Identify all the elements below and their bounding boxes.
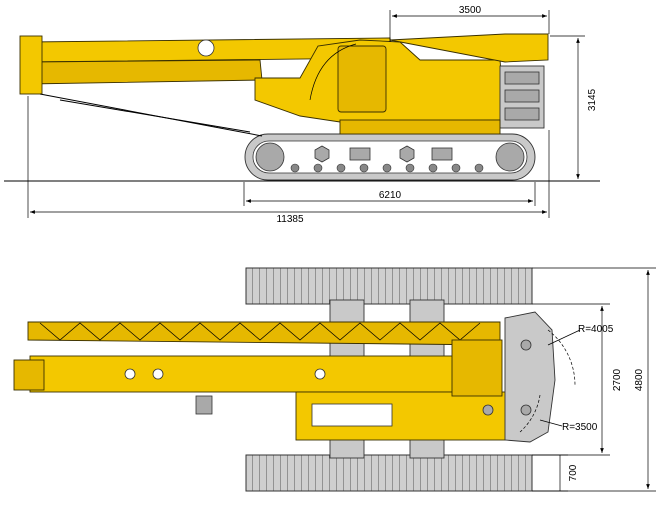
plan-lattice-jib bbox=[27, 321, 501, 346]
dim-4800: 4800 bbox=[532, 267, 656, 492]
dim-3500: 3500 bbox=[389, 5, 550, 42]
dim-label-11385: 11385 bbox=[276, 214, 304, 225]
radius-label-3500: R=3500 bbox=[562, 422, 598, 433]
dim-label-4800: 4800 bbox=[634, 368, 645, 391]
side-view: 3500 3145 6210 11385 bbox=[4, 5, 600, 225]
side-boom bbox=[19, 35, 393, 137]
dim-3145: 3145 bbox=[550, 35, 598, 179]
dim-label-2700: 2700 bbox=[612, 368, 623, 391]
plan-main-boom bbox=[13, 355, 501, 415]
plan-view: R=4005 R=3500 2700 4800 700 bbox=[13, 267, 656, 492]
dim-label-3145: 3145 bbox=[587, 88, 598, 111]
plan-track-top bbox=[245, 267, 533, 305]
dim-6210: 6210 bbox=[243, 182, 536, 206]
radius-label-4005: R=4005 bbox=[578, 324, 614, 335]
dim-label-700: 700 bbox=[568, 464, 579, 481]
dim-700: 700 bbox=[532, 454, 579, 492]
side-superstructure bbox=[254, 33, 549, 135]
dim-label-6210: 6210 bbox=[379, 190, 402, 201]
radius-arc-3500 bbox=[519, 394, 541, 433]
radius-arc-4005 bbox=[547, 329, 576, 386]
dim-11385: 11385 bbox=[27, 96, 550, 225]
side-crawler-track bbox=[244, 133, 536, 181]
plan-superstructure bbox=[295, 311, 556, 443]
plan-track-bottom bbox=[245, 454, 533, 492]
dim-label-3500: 3500 bbox=[459, 5, 482, 16]
